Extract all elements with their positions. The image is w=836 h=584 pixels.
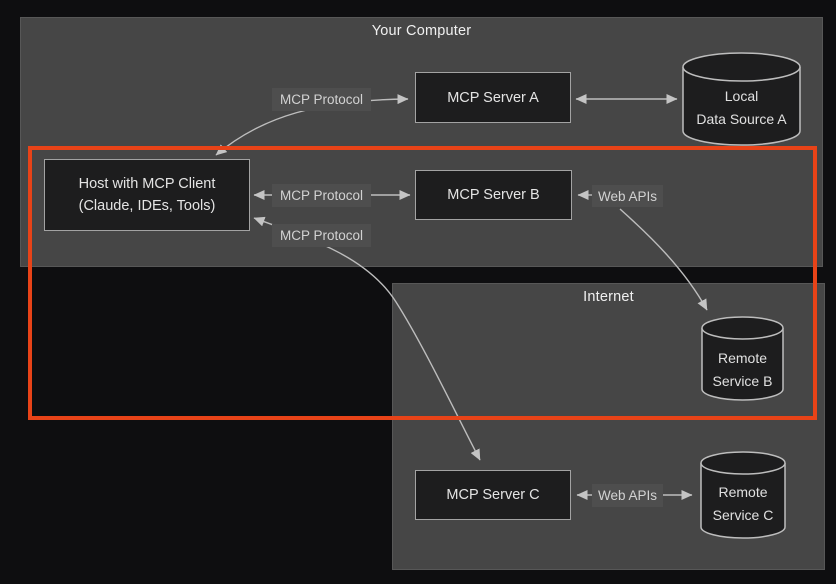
remote-service-c-line2: Service C	[712, 507, 774, 523]
remote-service-b-label: Remote Service B	[682, 347, 803, 393]
your-computer-title: Your Computer	[371, 23, 472, 39]
mcp-server-b-label: MCP Server B	[447, 187, 540, 203]
mcp-protocol-label-top: MCP Protocol	[272, 88, 371, 111]
web-apis-label-server-c: Web APIs	[592, 484, 663, 507]
remote-service-b-line1: Remote	[717, 350, 768, 366]
mcp-server-c-label: MCP Server C	[446, 487, 540, 503]
mcp-server-b-node: MCP Server B	[415, 170, 572, 220]
local-data-source-a-cylinder	[682, 52, 801, 146]
arrow-host-server-a	[215, 94, 409, 156]
remote-service-b-line2: Service B	[712, 373, 773, 389]
arrow-web-apis-remote-service-b	[619, 208, 708, 311]
mcp-server-a-label: MCP Server A	[447, 89, 539, 106]
remote-service-c-label: Remote Service C	[683, 481, 803, 527]
highlight-rectangle	[28, 146, 817, 420]
local-data-source-a-line2: Data Source A	[696, 111, 787, 127]
host-label-line1: Host with MCP Client	[78, 176, 216, 192]
local-data-source-a-line1: Local	[724, 88, 759, 104]
internet-title: Internet	[583, 289, 634, 305]
web-apis-label-server-b: Web APIs	[592, 185, 663, 207]
mcp-server-c-node: MCP Server C	[415, 470, 571, 520]
remote-service-c-line1: Remote	[718, 484, 768, 500]
local-data-source-a-label: Local Data Source A	[671, 85, 812, 131]
host-label-line2: (Claude, IDEs, Tools)	[78, 198, 216, 214]
mcp-server-a-node: MCP Server A	[415, 72, 571, 123]
remote-service-c-cylinder	[700, 451, 786, 539]
remote-service-b-cylinder	[701, 316, 784, 401]
host-with-mcp-client-node: Host with MCP Client (Claude, IDEs, Tool…	[44, 159, 250, 231]
